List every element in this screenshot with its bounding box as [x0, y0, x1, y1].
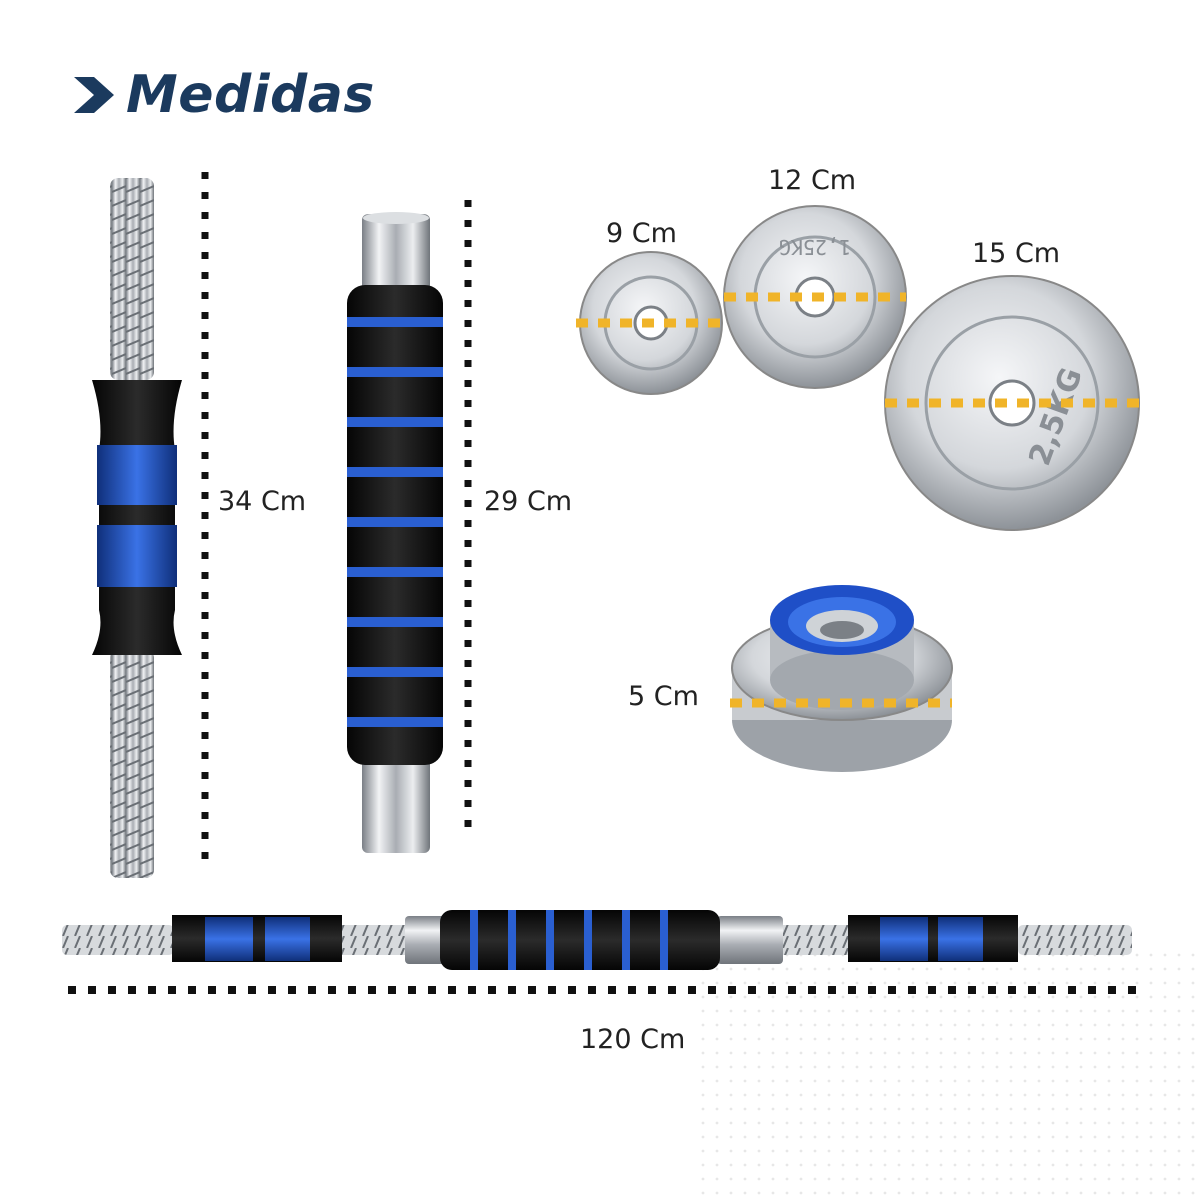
label-foam-handle: 29 Cm: [484, 486, 573, 517]
plate-medium-marking: 1,25KG: [779, 235, 851, 259]
collar: [731, 585, 953, 772]
title-text: Medidas: [126, 65, 375, 125]
label-dumbbell-handle: 34 Cm: [218, 486, 307, 517]
label-plate-large: 15 Cm: [972, 238, 1061, 269]
foam-handle: [347, 212, 443, 853]
plate-large: [884, 275, 1140, 531]
label-collar: 5 Cm: [628, 681, 699, 712]
label-full-bar: 120 Cm: [580, 1024, 686, 1055]
page-title: Medidas: [72, 60, 375, 130]
dumbbell-handle: [92, 178, 182, 878]
label-plate-small: 9 Cm: [606, 218, 677, 249]
full-bar: [62, 910, 1132, 970]
label-plate-medium: 12 Cm: [768, 165, 857, 196]
chevron-right-icon: [74, 77, 114, 113]
